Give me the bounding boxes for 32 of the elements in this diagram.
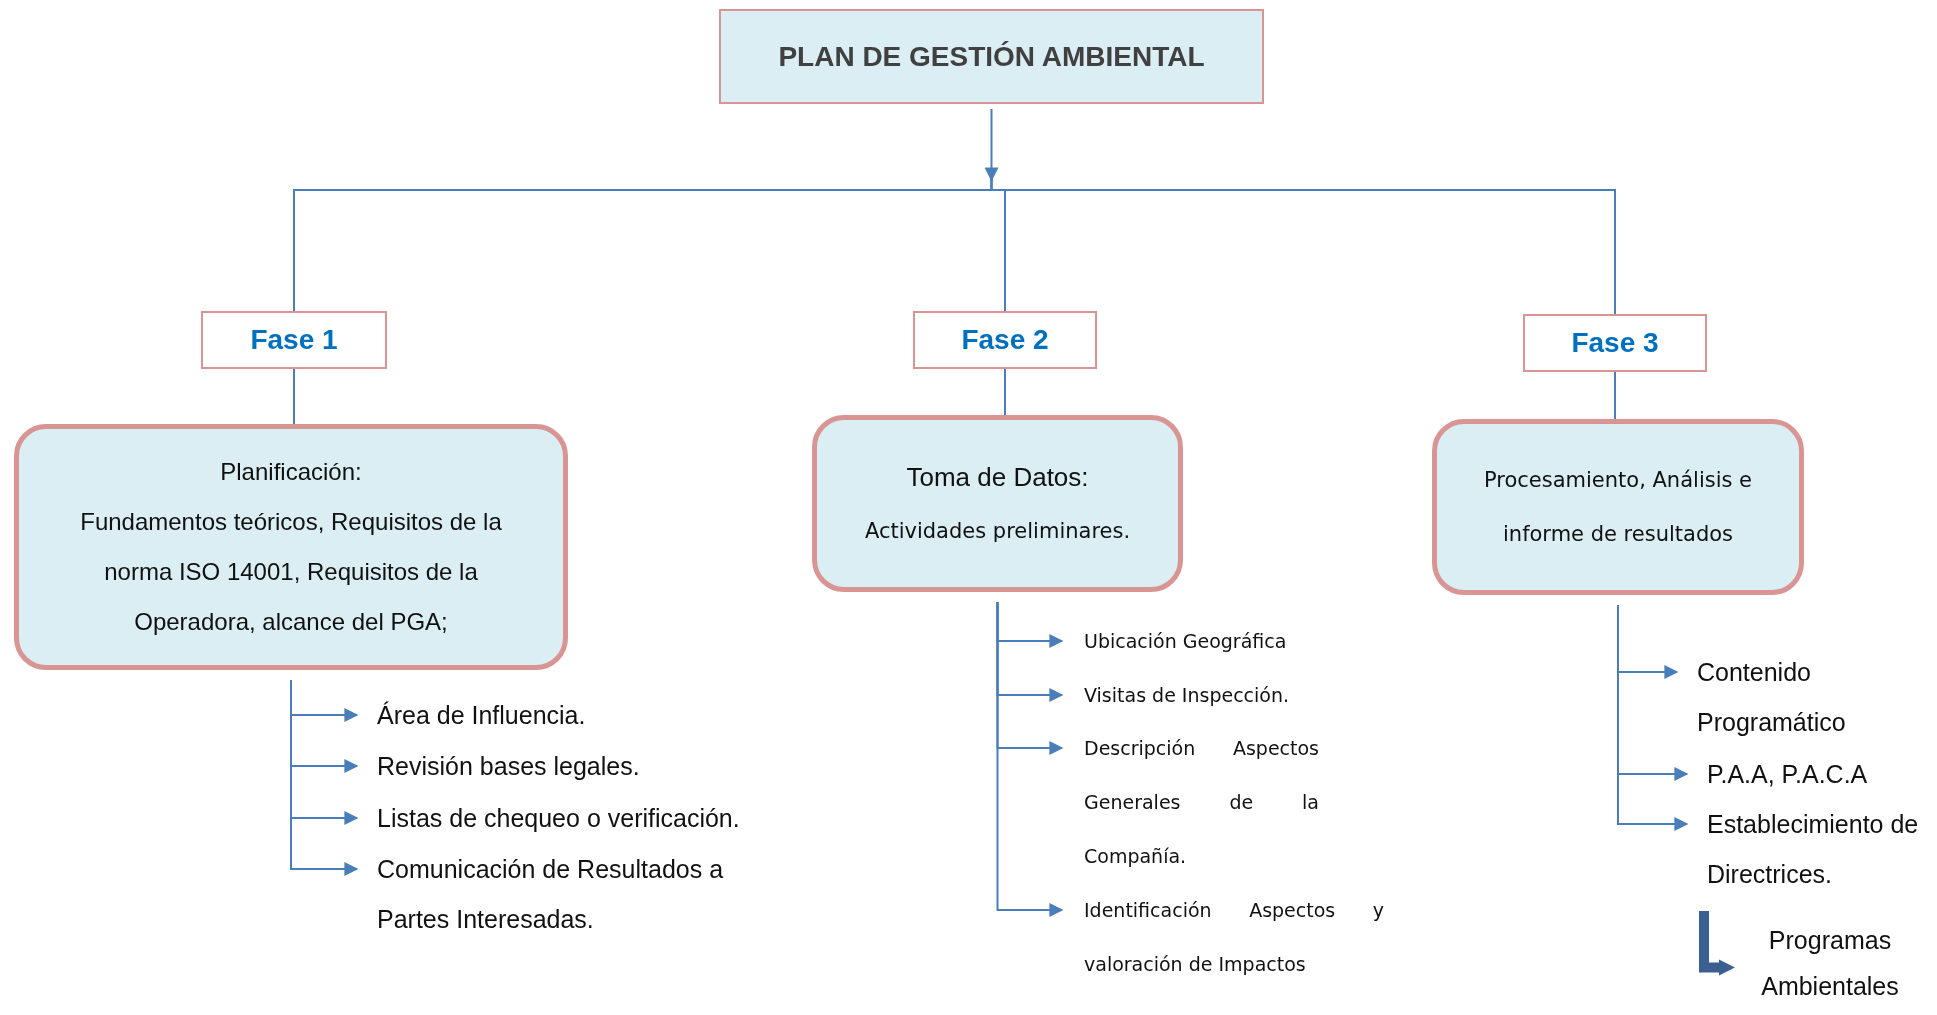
list-text: Descripción Aspectos Generales de la Compañía. [1084, 721, 1319, 883]
list-text: Visitas de Inspección. [1084, 668, 1404, 722]
list-text: Comunicación de Resultados a Partes Interesadas. [377, 844, 757, 944]
box-heading: Toma de Datos: [906, 460, 1089, 494]
list-text: P.A.A, P.A.C.A [1707, 749, 1932, 799]
arrow [996, 601, 1064, 917]
connector-line [990, 177, 1616, 315]
phase-box: Fase 3 [1523, 314, 1707, 372]
arrow [1617, 604, 1689, 831]
arrow [290, 679, 359, 876]
list-text: Contenido Programático [1697, 647, 1927, 747]
box-text: Actividades preliminares. [864, 517, 1131, 545]
list-text: Programas Ambientales [1735, 917, 1925, 1009]
box-heading: Planificación: [220, 457, 362, 487]
process-box [14, 424, 568, 670]
connector-line [1004, 368, 1006, 416]
phase-box: Fase 1 [201, 311, 387, 369]
phase-box: Fase 2 [913, 311, 1097, 369]
list-text: Listas de chequeo o verificación. [377, 793, 847, 843]
list-text: Identificación Aspectos y valoración de Impactos [1084, 883, 1384, 991]
title-box: PLAN DE GESTIÓN AMBIENTAL [719, 9, 1264, 104]
list-text: Establecimiento de Directrices. [1707, 799, 1932, 899]
bent-arrow [1699, 911, 1735, 976]
connector-line [293, 368, 295, 425]
list-text: Revisión bases legales. [377, 741, 847, 791]
process-box: Procesamiento, Análisis e informe de resultados [1432, 419, 1804, 595]
box-text: Fundamentos teóricos, Requisitos de la norma ISO 14001, Requisitos de la Operadora, alcance del PGA; [79, 507, 503, 637]
arrow [984, 108, 999, 182]
list-text: Ubicación Geográfica [1084, 614, 1404, 668]
process-box [812, 415, 1183, 592]
connector-line [1614, 371, 1616, 420]
list-text: Área de Influencia. [377, 690, 847, 740]
